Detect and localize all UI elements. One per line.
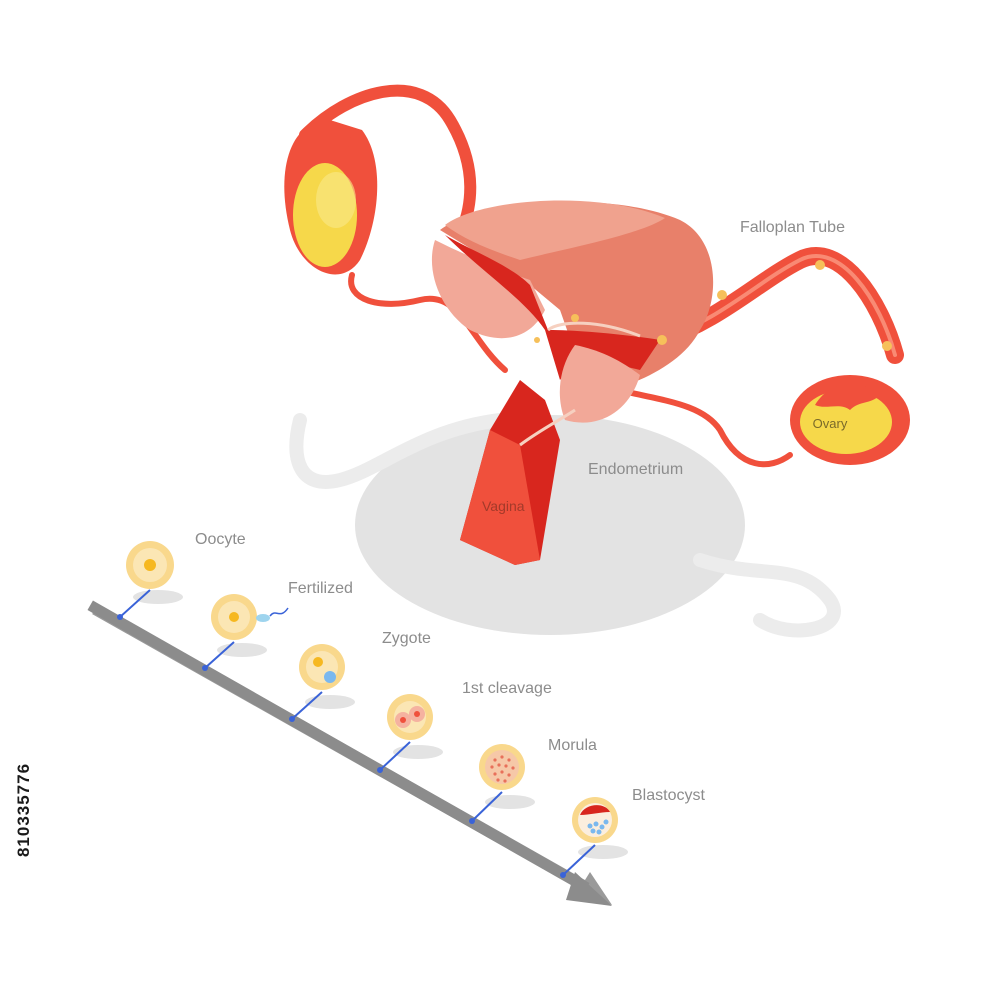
stage-label-fertilized: Fertilized [288, 580, 353, 597]
stage-label-1st-cleavage: 1st cleavage [462, 680, 552, 697]
stage-oocyte: Oocyte [117, 531, 246, 620]
stage-label-blastocyst: Blastocyst [632, 787, 705, 804]
stage-fertilized: Fertilized [202, 580, 353, 671]
vagina: Vagina [460, 380, 576, 565]
left-ovary [284, 120, 378, 275]
stage-label-zygote: Zygote [382, 630, 431, 647]
stage-blastocyst: Blastocyst [560, 787, 705, 878]
stage-morula: Morula [469, 737, 597, 824]
stage-1st-cleavage: 1st cleavage [377, 680, 552, 773]
right-fallopian-tube [597, 247, 904, 468]
stage-zygote: Zygote [289, 630, 431, 722]
uterus [431, 200, 714, 423]
vagina-label: Vagina [482, 498, 525, 514]
image-id-watermark: 810335776 [14, 762, 33, 858]
stage-label-oocyte: Oocyte [195, 531, 246, 548]
ovary-label: Ovary [813, 416, 848, 431]
endometrium-label: Endometrium [588, 461, 683, 478]
timeline-arrow [87, 600, 612, 906]
right-ovary: Ovary [790, 375, 910, 465]
falloplan-tube-label: Falloplan Tube [740, 219, 845, 236]
left-fallopian-tube [299, 84, 508, 373]
stage-label-morula: Morula [548, 737, 597, 754]
floor-shadow [289, 413, 841, 638]
